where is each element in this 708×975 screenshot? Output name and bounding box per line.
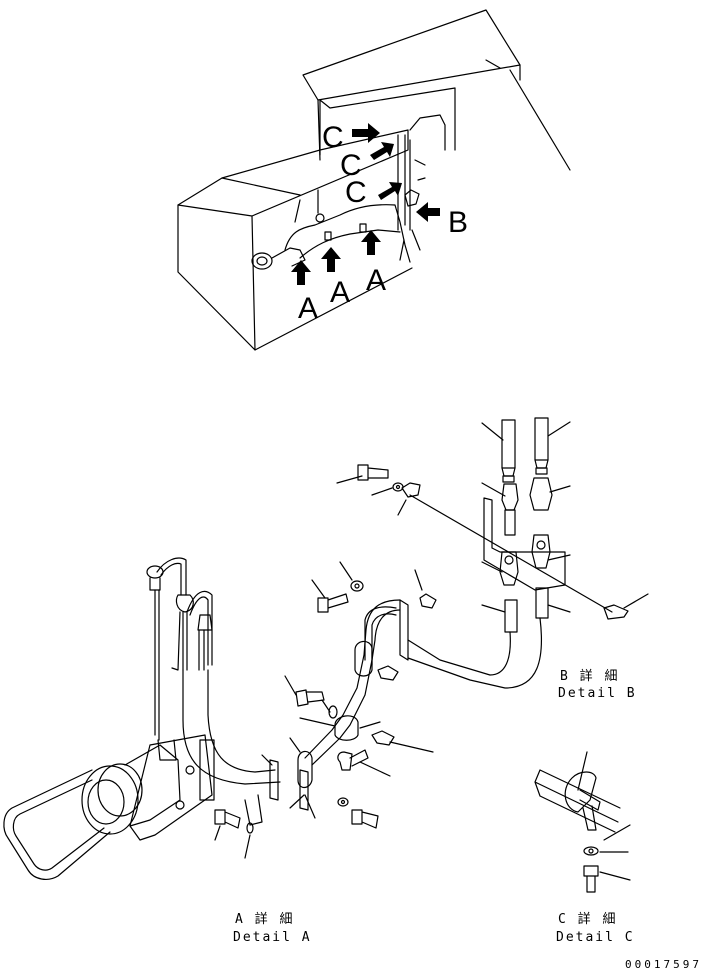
callout-c1: C xyxy=(322,121,344,154)
callout-a1: A xyxy=(298,292,318,325)
arrow-a1 xyxy=(291,260,311,285)
bolt-c xyxy=(584,866,598,892)
washer-b xyxy=(393,483,403,491)
arrow-b xyxy=(416,202,440,222)
washer-c xyxy=(584,847,598,855)
detail-a-title-en: Detail A xyxy=(233,930,312,945)
bolt-a3 xyxy=(338,750,368,770)
compressor-pulley xyxy=(82,766,138,834)
drawing-number: 00017597 xyxy=(625,958,702,971)
bracket-plate-b xyxy=(484,498,565,590)
overview-hose xyxy=(285,205,410,262)
callout-b1: B xyxy=(448,206,468,239)
detail-c-title-en: Detail C xyxy=(556,930,635,945)
bolt-a4 xyxy=(352,810,378,828)
bolt-a2 xyxy=(296,690,324,706)
compressor-small xyxy=(252,253,272,269)
hose-a-main xyxy=(183,670,280,784)
detail-a-title-jp: A 詳 細 xyxy=(235,911,294,927)
detail-a-drawing xyxy=(4,558,436,879)
washer-a1 xyxy=(351,581,363,591)
bolt-a5 xyxy=(215,810,240,828)
callout-c3: C xyxy=(345,176,367,209)
detail-c-title-jp: C 詳 細 xyxy=(558,911,617,927)
overview-machine xyxy=(178,10,570,350)
detail-b-title-en: Detail B xyxy=(558,686,637,701)
detail-b-title-jp: B 詳 細 xyxy=(560,668,619,684)
compressor-bracket xyxy=(130,735,212,840)
band-clamp-c xyxy=(565,772,596,812)
drive-belt xyxy=(4,770,110,879)
bolt-a1 xyxy=(318,594,348,612)
bolt-b xyxy=(358,465,388,480)
callout-a3: A xyxy=(366,264,386,297)
hose-b-left xyxy=(502,420,515,468)
detail-b-drawing xyxy=(337,418,648,688)
arrow-c3 xyxy=(378,182,402,200)
engine-hood xyxy=(178,130,408,350)
arrow-c2 xyxy=(370,142,394,160)
arrow-a3 xyxy=(361,230,381,255)
washer-a3 xyxy=(338,798,348,806)
hose-b-loop xyxy=(408,618,541,688)
pipe-bundle-c xyxy=(535,770,620,832)
hose-b-right xyxy=(535,418,548,460)
detail-c-drawing xyxy=(535,752,630,892)
callout-a2: A xyxy=(330,276,350,309)
washer-a5 xyxy=(247,823,253,833)
arrow-a2 xyxy=(321,247,341,272)
cab-roof xyxy=(303,10,520,100)
callout-c2: C xyxy=(340,149,362,182)
arrow-c1 xyxy=(352,123,380,143)
washer-a2 xyxy=(329,706,337,718)
